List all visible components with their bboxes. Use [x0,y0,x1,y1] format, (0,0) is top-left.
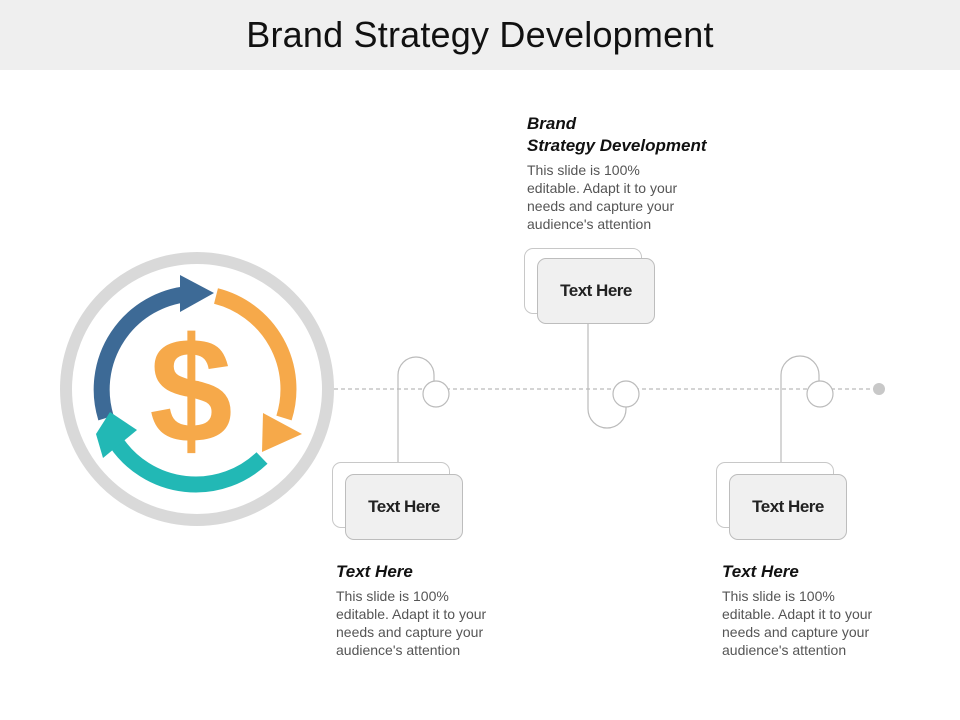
step-heading-2-line1: Brand [527,114,577,133]
title-bar: Brand Strategy Development [0,0,960,70]
cycle-arrow-teal [109,437,268,493]
timeline-end-dot [873,383,885,395]
step-card-1[interactable]: Text Here [345,474,463,540]
arrow-head-orange [262,413,302,452]
step-description-1: This slide is 100% editable. Adapt it to… [336,588,487,658]
timeline-node-2 [612,380,640,408]
page-title: Brand Strategy Development [246,14,714,55]
step-heading-3: Text Here [722,562,799,581]
step-description-3: This slide is 100% editable. Adapt it to… [722,588,873,658]
step-heading-1: Text Here [336,562,413,581]
step-text-3: Text Here This slide is 100% editable. A… [722,561,912,659]
arrow-head-blue [180,275,214,312]
connector-2 [587,320,627,429]
arrow-head-teal [96,412,137,458]
dollar-symbol: $ [149,306,232,474]
connector-3 [780,355,820,462]
step-text-1: Text Here This slide is 100% editable. A… [336,561,526,659]
step-text-2: Brand Strategy Development This slide is… [527,113,747,233]
timeline-node-3 [806,380,834,408]
timeline-node-1 [422,380,450,408]
step-card-3[interactable]: Text Here [729,474,847,540]
outer-ring [60,252,334,526]
cycle-arrow-orange [213,288,297,421]
cycle-arrow-blue [93,286,189,421]
dollar-cycle-icon: $ [60,252,334,526]
connector-1 [397,356,435,462]
step-description-2: This slide is 100% editable. Adapt it to… [527,162,678,232]
step-heading-2-line2: Strategy Development [527,136,707,155]
step-card-2[interactable]: Text Here [537,258,655,324]
